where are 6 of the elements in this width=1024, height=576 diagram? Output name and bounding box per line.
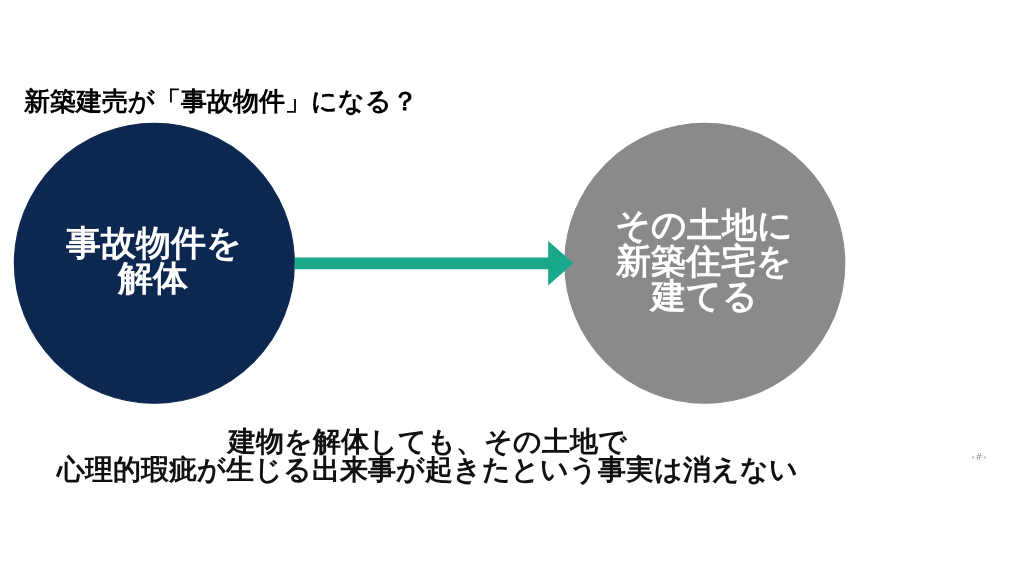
label: ‹#› [970,450,987,462]
node-circle: その土地に新築住宅を建てる [563,122,845,404]
diagram-title: 新築建売が「事故物件」になる？ [23,85,418,116]
label: 建物を解体しても、その土地で心理的瑕疵が生じる出来事が起きたという事実は消えない [56,424,798,486]
arrow [294,241,574,286]
node-circle: 事故物件を解体 [13,122,295,404]
